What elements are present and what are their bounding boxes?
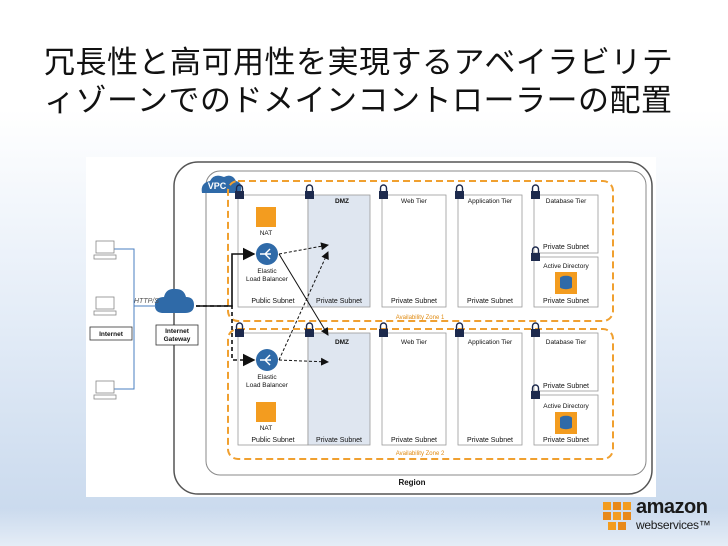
database-icon bbox=[555, 412, 577, 434]
zone-2-elb-label-2: Load Balancer bbox=[246, 382, 289, 389]
zone-2-nat-label: NAT bbox=[260, 425, 273, 432]
svg-text:Internet: Internet bbox=[165, 328, 190, 335]
slide-title: 冗長性と高可用性を実現するアベイラビリティゾーンでのドメインコントローラーの配置 bbox=[44, 45, 674, 119]
aws-cubes-icon bbox=[603, 502, 631, 530]
zone-2-public-subnet bbox=[237, 332, 309, 446]
aws-logo-sub: webservices™ bbox=[636, 518, 711, 532]
https-label: HTTP/S bbox=[134, 298, 159, 305]
lock-icon bbox=[305, 322, 314, 337]
zone-1-tier-db: Database Tier bbox=[546, 198, 587, 205]
architecture-diagram: Region VPC Availability Zone 1 Availabil… bbox=[86, 157, 656, 497]
load-balancer-icon bbox=[256, 243, 278, 265]
subnet-label: Private Subnet bbox=[543, 437, 589, 444]
zone-1-db-subnet bbox=[533, 194, 599, 254]
zone-1-app-subnet bbox=[457, 194, 523, 308]
subnet-label: Private Subnet bbox=[391, 298, 437, 305]
internet-gateway-box bbox=[155, 324, 199, 346]
subnet-label: Private Subnet bbox=[316, 298, 362, 305]
zone-1-tier-web: Web Tier bbox=[401, 198, 428, 205]
zone-2-tier-db: Database Tier bbox=[546, 339, 587, 346]
zone-2-active-directory-label: Active Directory bbox=[543, 403, 589, 410]
subnet-label: Public Subnet bbox=[251, 437, 294, 444]
zone-2-app-subnet bbox=[457, 332, 523, 446]
zone-2-label: Availability Zone 2 bbox=[396, 451, 445, 457]
zone-1-elb-label: Elastic bbox=[257, 268, 277, 275]
zone-1-active-directory-label: Active Directory bbox=[543, 263, 589, 270]
zone-1-label: Availability Zone 1 bbox=[396, 315, 445, 321]
zone-2-db-subnet bbox=[533, 332, 599, 392]
computer-icon bbox=[93, 240, 117, 260]
computer-icon bbox=[93, 296, 117, 316]
svg-text:Internet: Internet bbox=[99, 331, 124, 338]
lock-icon bbox=[531, 246, 540, 261]
gateway-to-zone2-line bbox=[196, 305, 256, 367]
zone-1-dmz-subnet bbox=[307, 194, 371, 308]
subnet-label: Private Subnet bbox=[467, 437, 513, 444]
zone-1-web-subnet bbox=[381, 194, 447, 308]
subnet-label: Private Subnet bbox=[391, 437, 437, 444]
zone-2-tier-dmz: DMZ bbox=[335, 339, 349, 346]
subnet-label: Private Subnet bbox=[316, 437, 362, 444]
zone-2-elb-label: Elastic bbox=[257, 374, 277, 381]
internet-box bbox=[89, 326, 133, 341]
vpc-cloud-icon: VPC bbox=[201, 175, 242, 193]
zone-1-tier-dmz: DMZ bbox=[335, 198, 349, 205]
lock-icons bbox=[235, 184, 540, 399]
lock-icon bbox=[305, 184, 314, 199]
zone-1-tier-app: Application Tier bbox=[468, 198, 513, 205]
svg-text:VPC: VPC bbox=[208, 181, 227, 191]
subnet-label: Private Subnet bbox=[543, 383, 589, 390]
svg-text:Gateway: Gateway bbox=[164, 336, 191, 343]
zone-2-dmz-subnet bbox=[307, 332, 371, 446]
internet-gateway-icon bbox=[154, 288, 194, 313]
nat-icon bbox=[256, 207, 276, 227]
lock-icon bbox=[531, 322, 540, 337]
computer-icon bbox=[93, 380, 117, 400]
lock-icon bbox=[531, 384, 540, 399]
availability-zone-2 bbox=[227, 328, 614, 460]
aws-logo: amazon webservices™ bbox=[602, 494, 720, 538]
lock-icon bbox=[379, 184, 388, 199]
load-balancer-icon bbox=[256, 349, 278, 371]
client-lines bbox=[114, 248, 156, 390]
lock-icon bbox=[531, 184, 540, 199]
zone-2-web-subnet bbox=[381, 332, 447, 446]
lock-icon bbox=[455, 322, 464, 337]
database-icon bbox=[555, 272, 577, 294]
aws-logo-word: amazon bbox=[636, 496, 708, 518]
subnet-label: Private Subnet bbox=[543, 244, 589, 251]
subnet-label: Private Subnet bbox=[467, 298, 513, 305]
availability-zone-1 bbox=[227, 180, 614, 322]
zone-2-tier-web: Web Tier bbox=[401, 339, 428, 346]
lock-icon bbox=[379, 322, 388, 337]
zone-2-tier-app: Application Tier bbox=[468, 339, 513, 346]
zone-1-elb-label-2: Load Balancer bbox=[246, 276, 289, 283]
lock-icon bbox=[235, 322, 244, 337]
region-label: Region bbox=[398, 478, 425, 487]
subnet-label: Private Subnet bbox=[543, 298, 589, 305]
subnet-label: Public Subnet bbox=[251, 298, 294, 305]
zone-1-nat-label: NAT bbox=[260, 230, 273, 237]
nat-icon bbox=[256, 402, 276, 422]
lock-icon bbox=[235, 184, 244, 199]
lock-icon bbox=[455, 184, 464, 199]
traffic-arrows bbox=[278, 242, 329, 366]
